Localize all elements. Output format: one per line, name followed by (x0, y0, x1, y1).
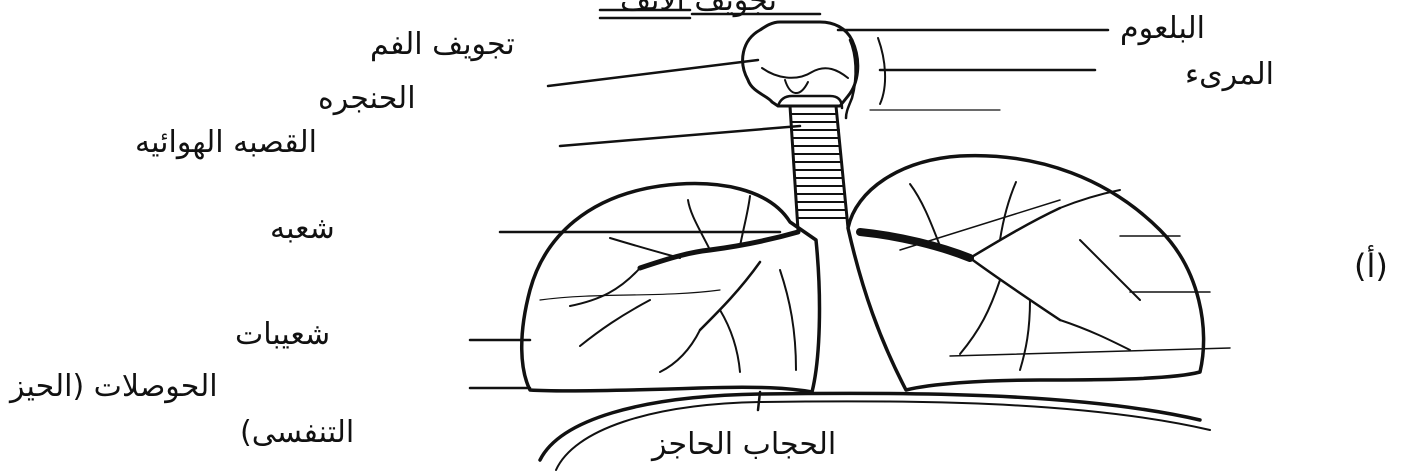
label-mouth-cavity: تجويف الفم (370, 30, 515, 60)
diaphragm-drawing (540, 392, 1210, 470)
left-lung-drawing (522, 184, 820, 392)
label-bronchioles: شعيبات (235, 320, 330, 350)
label-larynx: الحنجره (318, 84, 416, 114)
label-bronchus: شعبه (270, 214, 335, 244)
trachea-drawing (790, 106, 848, 230)
label-alveoli-line2: التنفسى) (240, 418, 354, 448)
label-trachea: القصبه الهوائيه (135, 128, 317, 158)
label-diaphragm: الحجاب الحاجز (652, 430, 836, 460)
right-lung-drawing (848, 156, 1204, 390)
label-pharynx: البلعوم (1120, 14, 1205, 44)
label-alveoli-line1: الحوصلات (الحيز (10, 372, 218, 402)
leader-lines (470, 10, 1230, 388)
label-nasal-cavity: تجويف الأنف (620, 0, 777, 16)
label-esophagus: المرىء (1185, 60, 1274, 90)
pharynx-drawing (743, 22, 885, 118)
figure-tag: (أ) (1354, 250, 1388, 282)
